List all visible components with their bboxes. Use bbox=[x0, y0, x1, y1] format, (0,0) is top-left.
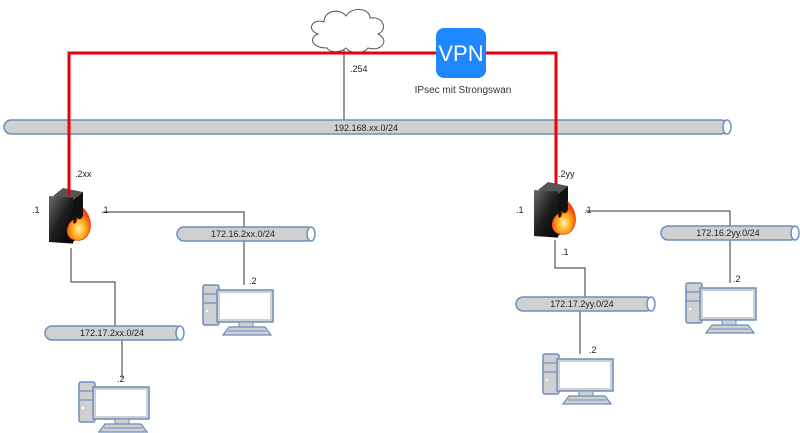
wan-bus: 192.168.xx.0/24 bbox=[3, 119, 732, 135]
site-b-left-address: .1 bbox=[516, 205, 524, 215]
lan-pipe-b2: 172.17.2yy.0/24 bbox=[515, 296, 656, 312]
site-a-lan2-host-address: .2 bbox=[117, 374, 125, 384]
lan-pipe-a2: 172.17.2xx.0/24 bbox=[44, 325, 185, 341]
link-fw-b-lan2 bbox=[554, 240, 586, 297]
site-b-bottom-address: .1 bbox=[561, 247, 569, 257]
vpn-icon: VPN bbox=[436, 28, 486, 78]
links bbox=[70, 48, 731, 378]
firewall-icon bbox=[533, 181, 576, 239]
site-b-right-address: .1 bbox=[584, 205, 592, 215]
lan-pipe-b1: 172.16.2yy.0/24 bbox=[660, 225, 800, 241]
lan-pipe-a1: 172.16.2xx.0/24 bbox=[176, 226, 316, 242]
site-a-wan-address: .2xx bbox=[75, 169, 92, 179]
site-a-left-address: .1 bbox=[32, 205, 40, 215]
vpn-tunnel bbox=[67, 51, 558, 196]
site-b-lan1-host-address: .2 bbox=[733, 274, 741, 284]
pc-icon bbox=[202, 284, 274, 336]
site-a-right-address: .1 bbox=[101, 205, 109, 215]
lan-a1-network-label: 172.16.2xx.0/24 bbox=[211, 229, 275, 239]
wan-network-label: 192.168.xx.0/24 bbox=[334, 123, 398, 133]
pc-icon bbox=[685, 282, 757, 334]
internet-address-label: .254 bbox=[350, 64, 368, 74]
lan-b1-network-label: 172.16.2yy.0/24 bbox=[696, 228, 759, 238]
lan-b2-network-label: 172.17.2yy.0/24 bbox=[550, 299, 613, 309]
firewall-icon bbox=[48, 187, 91, 245]
vpn-caption: IPsec mit Strongswan bbox=[415, 85, 512, 96]
pc-icon bbox=[78, 381, 150, 433]
site-b-lan2-host-address: .2 bbox=[589, 345, 597, 355]
link-fw-a-lan2 bbox=[70, 248, 116, 326]
link-fw-b-lan1 bbox=[586, 210, 731, 283]
site-b-wan-address: .2yy bbox=[558, 169, 575, 179]
link-fw-a-lan1 bbox=[103, 211, 245, 285]
cloud-icon bbox=[310, 9, 385, 53]
lan-a2-network-label: 172.17.2xx.0/24 bbox=[80, 328, 144, 338]
pc-icon bbox=[542, 353, 614, 405]
vpn-label: VPN bbox=[438, 41, 483, 66]
site-a-lan1-host-address: .2 bbox=[249, 276, 257, 286]
